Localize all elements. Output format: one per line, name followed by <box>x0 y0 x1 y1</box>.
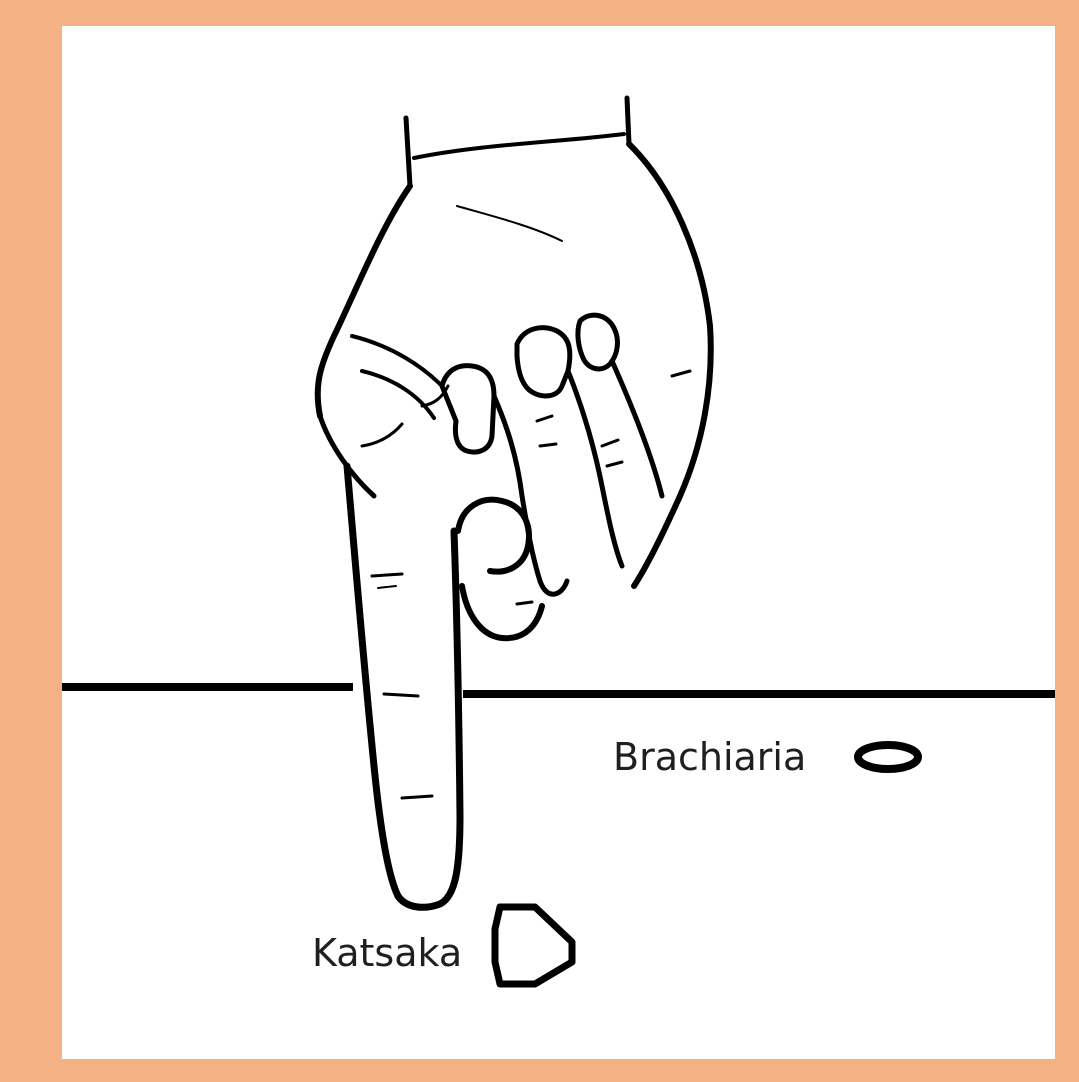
diagram-canvas <box>62 26 1055 1059</box>
brachiaria-label: Brachiaria <box>613 738 806 776</box>
pointing-hand-icon <box>318 98 711 907</box>
ellipse-icon <box>858 745 918 769</box>
diagram-panel: Brachiaria Katsaka <box>62 26 1055 1059</box>
katsaka-label: Katsaka <box>312 934 462 972</box>
hexagon-icon <box>495 907 572 984</box>
divider-line <box>62 683 1055 698</box>
